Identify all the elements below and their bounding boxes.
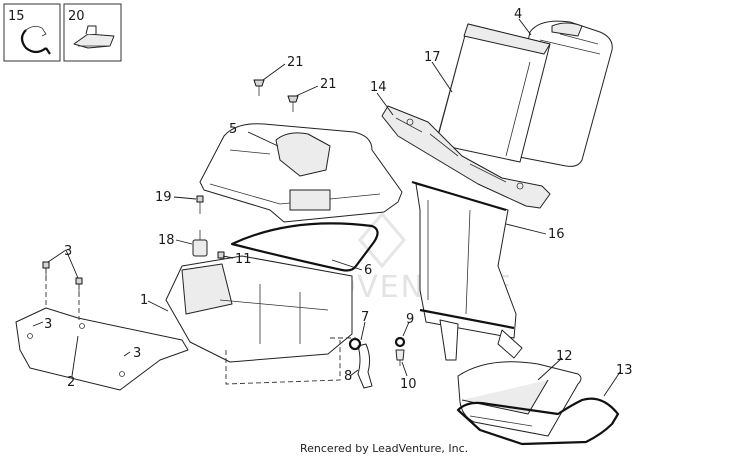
callout-18: 18 bbox=[158, 233, 175, 248]
callout-14: 14 bbox=[370, 80, 387, 95]
callout-21b: 21 bbox=[320, 77, 337, 92]
callout-9: 9 bbox=[406, 312, 414, 327]
hose-clamp-icon bbox=[20, 26, 51, 55]
part-21-screw-b[interactable] bbox=[287, 95, 299, 112]
part-2-mounting-plate[interactable] bbox=[15, 268, 189, 391]
part-18-sensor[interactable] bbox=[192, 230, 208, 257]
callout-17: 17 bbox=[424, 50, 441, 65]
callout-6: 6 bbox=[364, 263, 372, 278]
part-13-seal[interactable] bbox=[456, 397, 620, 446]
callout-1: 1 bbox=[140, 293, 148, 308]
callout-3c: 3 bbox=[133, 346, 141, 361]
part-19-bolt[interactable] bbox=[196, 195, 204, 214]
callout-5: 5 bbox=[229, 122, 237, 137]
part-7-breather-hose[interactable] bbox=[330, 337, 373, 389]
callout-19: 19 bbox=[155, 190, 172, 205]
part-6-gasket[interactable] bbox=[230, 222, 379, 272]
callout-12: 12 bbox=[556, 349, 573, 364]
callout-13: 13 bbox=[616, 363, 633, 378]
part-17-filter-element[interactable] bbox=[435, 23, 551, 163]
inset-number-15: 15 bbox=[8, 9, 25, 24]
callout-8: 8 bbox=[344, 369, 352, 384]
part-12-filter-box[interactable] bbox=[457, 361, 582, 437]
part-9-grommet[interactable] bbox=[394, 336, 406, 348]
part-16-intake-duct[interactable] bbox=[411, 180, 523, 361]
callout-16: 16 bbox=[548, 227, 565, 242]
part-5-upper-housing[interactable] bbox=[199, 123, 403, 223]
callout-4: 4 bbox=[514, 7, 522, 22]
leader-lines bbox=[32, 18, 621, 397]
callout-11: 11 bbox=[235, 252, 252, 267]
callout-labels: 4 17 14 5 21 21 19 18 11 6 1 3 3 3 2 7 8… bbox=[44, 7, 633, 392]
inset-box-15[interactable]: 15 bbox=[3, 3, 61, 62]
part-1-lower-airbox[interactable] bbox=[165, 255, 353, 385]
callout-21a: 21 bbox=[287, 55, 304, 70]
callout-3a: 3 bbox=[64, 244, 72, 259]
callout-2: 2 bbox=[67, 375, 75, 390]
credit-text: Rencered by LeadVenture, Inc. bbox=[300, 442, 468, 455]
part-21-screw-a[interactable] bbox=[253, 79, 265, 96]
callout-7: 7 bbox=[361, 310, 369, 325]
inset-number-20: 20 bbox=[68, 9, 85, 24]
part-10-drain-fitting[interactable] bbox=[395, 349, 405, 366]
callout-3b: 3 bbox=[44, 317, 52, 332]
clip-nut-icon bbox=[73, 25, 115, 49]
part-14-bracket[interactable] bbox=[381, 105, 551, 209]
inset-box-20[interactable]: 20 bbox=[63, 3, 122, 62]
callout-10: 10 bbox=[400, 377, 417, 392]
